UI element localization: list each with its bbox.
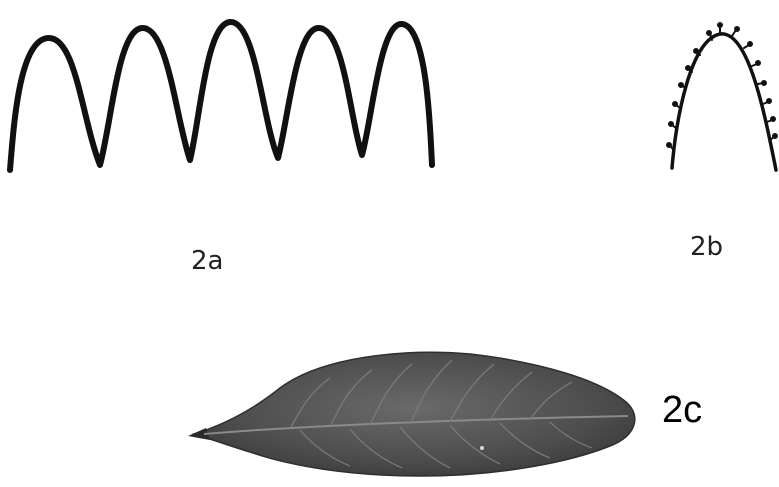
figure-label-2c: 2c (662, 389, 703, 431)
figure-2b-hairy-arch (660, 0, 779, 200)
figure-label-2a: 2a (191, 246, 224, 276)
figure-2c-leaf (180, 330, 660, 482)
figure-2a-wavy-line (0, 0, 450, 200)
leaf-image (188, 351, 636, 477)
hairy-arch-drawing (666, 22, 778, 172)
wavy-line-drawing (7, 19, 435, 173)
figure-label-2b: 2b (690, 232, 724, 262)
